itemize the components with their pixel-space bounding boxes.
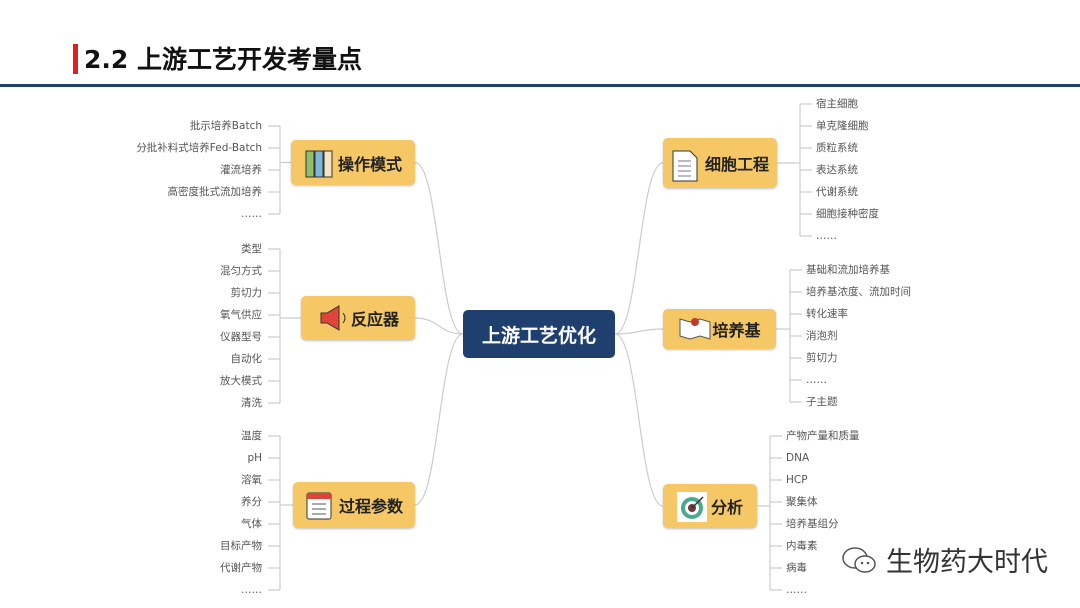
branch-connector [614, 333, 664, 507]
subtopic[interactable]: 放大模式 [220, 375, 262, 387]
branch-label: 操作模式 [337, 154, 402, 174]
subtopic[interactable]: 仪器型号 [220, 331, 262, 343]
subtopic[interactable]: 剪切力 [230, 287, 263, 299]
subtopic[interactable]: 氧气供应 [220, 309, 262, 321]
subtopic[interactable]: 培养基组分 [786, 518, 839, 530]
branch-connector [414, 317, 464, 335]
branch-label: 细胞工程 [704, 155, 769, 174]
document-icon [671, 149, 699, 182]
subtopic[interactable]: 分批补料式培养Fed-Batch [136, 142, 262, 154]
subtopic[interactable]: …… [241, 584, 262, 596]
subtopic[interactable]: 消泡剂 [806, 330, 838, 342]
branch-connector [614, 162, 664, 335]
subtopic[interactable]: DNA [786, 452, 810, 464]
subtopic[interactable]: …… [241, 208, 262, 220]
subtopic[interactable]: 自动化 [230, 353, 263, 365]
subtopic[interactable]: 气体 [241, 518, 262, 530]
subtopic[interactable]: 混匀方式 [220, 265, 262, 277]
branch-label: 反应器 [350, 310, 399, 329]
subtopic[interactable]: 溶氧 [241, 474, 262, 486]
subtopic[interactable]: 高密度批式流加培养 [167, 186, 263, 198]
branch-3[interactable]: 过程参数 [293, 482, 415, 528]
subtopic[interactable]: …… [806, 374, 827, 386]
subtopic[interactable]: 类型 [241, 243, 262, 255]
subtopic[interactable]: 宿主细胞 [816, 98, 858, 110]
subtopic[interactable]: 细胞接种密度 [816, 208, 879, 220]
wechat-icon [842, 546, 876, 573]
subtopic[interactable]: 基础和流加培养基 [806, 264, 890, 276]
subtopic[interactable]: 病毒 [786, 562, 807, 574]
branch-connector [414, 161, 464, 335]
subtopic[interactable]: …… [816, 230, 837, 242]
branch-6[interactable]: 分析 [663, 484, 757, 528]
subtopic[interactable]: 内毒素 [786, 540, 818, 552]
branch-5[interactable]: 培养基 [663, 309, 776, 349]
subtopic[interactable]: 批示培养Batch [189, 120, 262, 132]
branch-label: 过程参数 [338, 497, 403, 516]
central-topic[interactable]: 上游工艺优化 [463, 310, 615, 358]
subtopic[interactable]: 清洗 [241, 397, 262, 409]
subtopic[interactable]: 表达系统 [816, 164, 858, 176]
header-divider [0, 84, 1080, 87]
subtopic[interactable]: 剪切力 [806, 352, 838, 364]
subtopic[interactable]: 产物产量和质量 [786, 430, 860, 442]
megaphone-icon [317, 304, 346, 332]
subtopic[interactable]: 聚集体 [786, 496, 818, 508]
branch-2[interactable]: 反应器 [301, 296, 415, 340]
subtopic[interactable]: …… [786, 584, 807, 596]
subtopic[interactable]: HCP [786, 474, 808, 486]
branch-connector [614, 328, 664, 335]
subtopic[interactable]: 温度 [241, 430, 262, 442]
map-icon [678, 315, 711, 343]
branch-label: 培养基 [712, 321, 761, 340]
subtopic[interactable]: 目标产物 [220, 540, 262, 552]
checklist-icon [305, 491, 333, 520]
binders-icon [304, 149, 333, 177]
subtopic[interactable]: 子主题 [806, 396, 838, 408]
subtopic[interactable]: 代谢产物 [220, 562, 262, 574]
subtopic[interactable]: 代谢系统 [816, 186, 858, 198]
watermark: 生物药大时代 [840, 540, 1048, 579]
subtopic[interactable]: 养分 [241, 496, 262, 508]
subtopic[interactable]: pH [247, 452, 262, 464]
subtopic[interactable]: 单克隆细胞 [816, 120, 869, 132]
subtopic[interactable]: 转化速率 [806, 308, 848, 320]
title-accent-bar [73, 44, 78, 74]
subtopic[interactable]: 灌流培养 [220, 164, 262, 176]
subtopic[interactable]: 培养基浓度、流加时间 [806, 286, 911, 298]
branch-1[interactable]: 操作模式 [291, 140, 415, 185]
subtopic[interactable]: 质粒系统 [816, 142, 858, 154]
branch-connector [414, 333, 464, 506]
page-title: 2.2 上游工艺开发考量点 [84, 45, 362, 74]
branch-4[interactable]: 细胞工程 [663, 138, 777, 188]
watermark-text: 生物药大时代 [886, 547, 1048, 578]
target-icon [676, 492, 707, 522]
branch-label: 分析 [710, 498, 743, 517]
